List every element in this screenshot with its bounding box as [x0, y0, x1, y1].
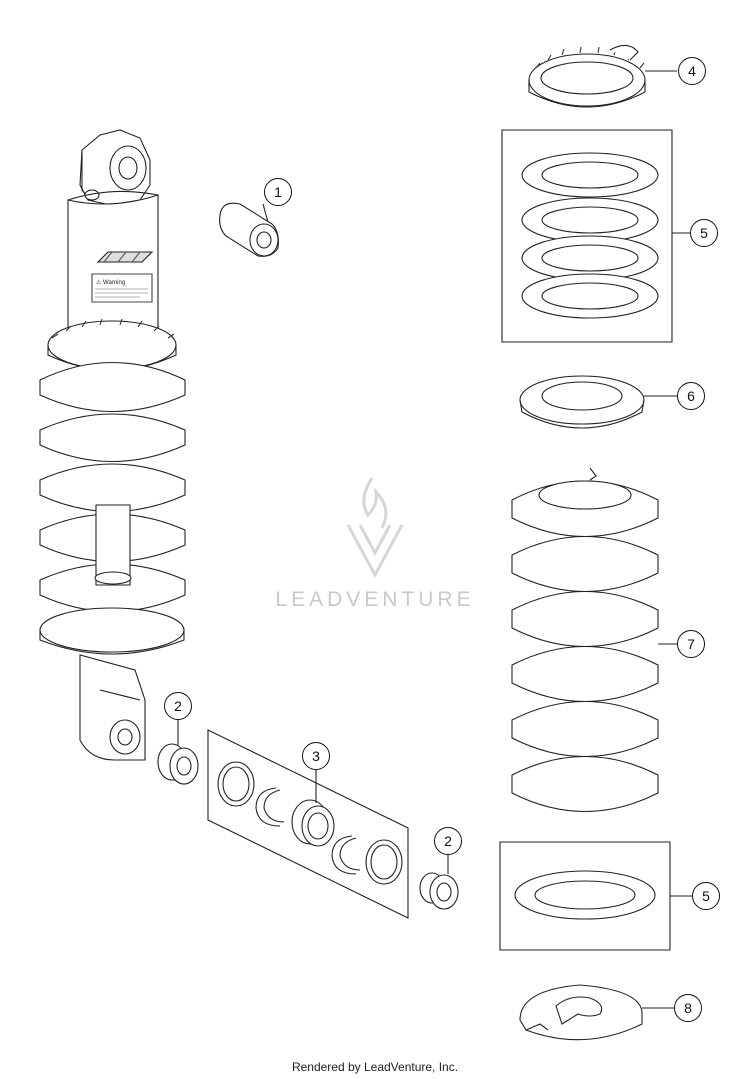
adjuster-ring-part [529, 45, 645, 107]
seal-bushing-right-part [420, 873, 458, 909]
callout-6[interactable]: 6 [677, 382, 705, 410]
coil-spring-part [512, 468, 658, 812]
callout-4[interactable]: 4 [678, 57, 706, 85]
spring-washer-lower-part [500, 842, 670, 950]
bearing-kit-part [208, 730, 408, 918]
warning-label-text: ⚠ Warning [96, 279, 125, 286]
callout-1[interactable]: 1 [264, 178, 292, 206]
callout-7[interactable]: 7 [677, 630, 705, 658]
shock-absorber-assembly: ⚠ Warning [40, 130, 185, 760]
watermark-text: LEADVENTURE [275, 588, 475, 611]
spring-seat-part [520, 376, 644, 428]
callout-5-lower[interactable]: 5 [692, 882, 720, 910]
footer-credit: Rendered by LeadVenture, Inc. [291, 1060, 459, 1074]
callout-2-left[interactable]: 2 [164, 692, 192, 720]
callout-8[interactable]: 8 [674, 994, 702, 1022]
spring-washers-upper-part [502, 130, 672, 342]
callout-5-upper[interactable]: 5 [690, 219, 718, 247]
callout-3[interactable]: 3 [302, 742, 330, 770]
seal-bushing-left-part [158, 744, 198, 784]
lower-spring-retainer-part [520, 985, 642, 1040]
callout-2-right[interactable]: 2 [434, 827, 462, 855]
upper-bushing-part [220, 203, 279, 256]
leadventure-watermark-logo [348, 478, 402, 575]
